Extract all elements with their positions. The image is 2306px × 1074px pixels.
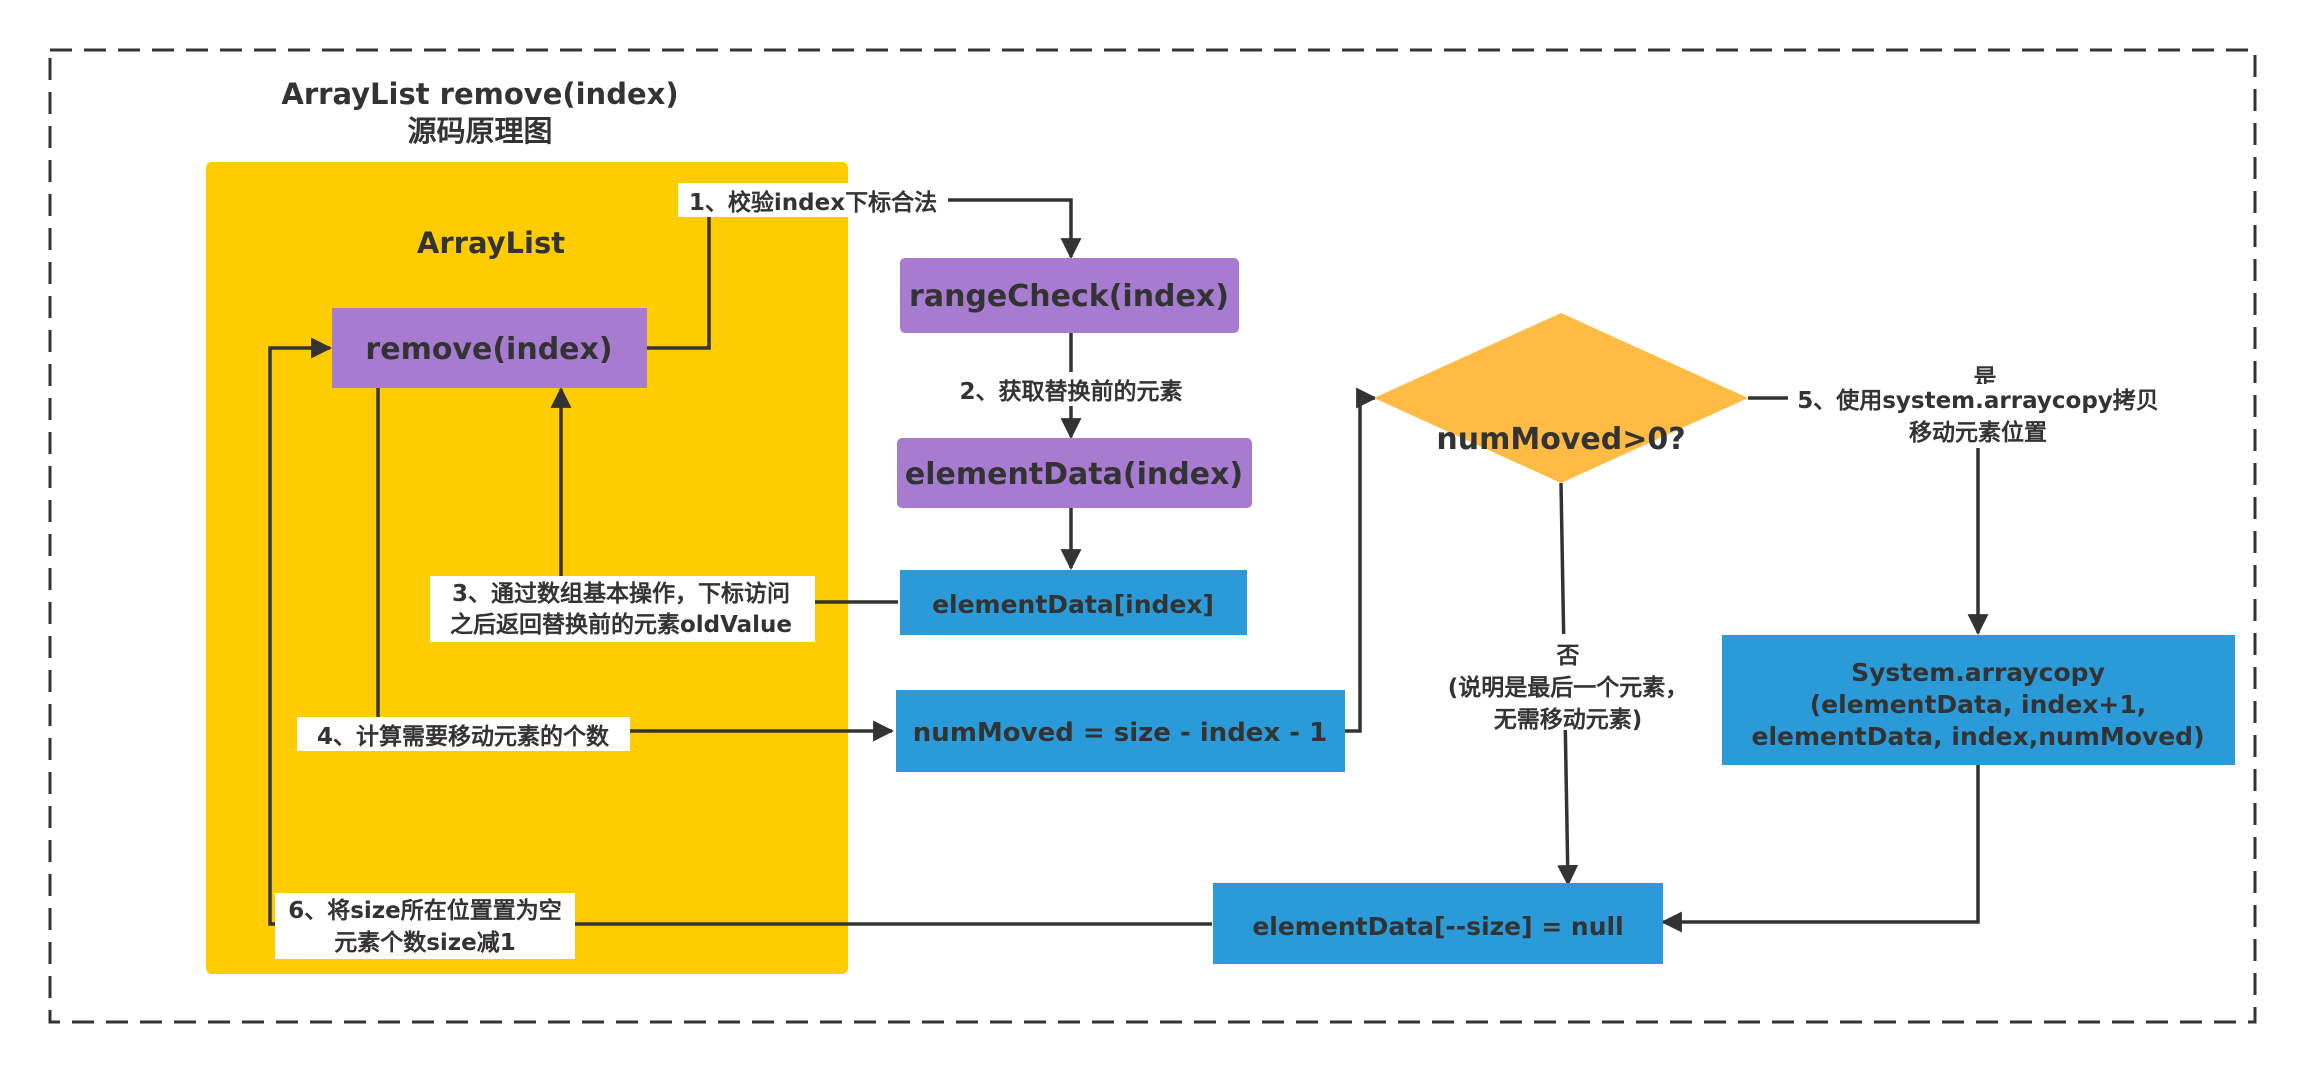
step5-bg <box>1788 384 2168 448</box>
arraycopy-node <box>1722 635 2235 765</box>
step4-label: 4、计算需要移动元素的个数 <box>317 723 610 750</box>
arraylist-container <box>206 162 848 974</box>
step6-label-line1: 6、将size所在位置置为空 <box>288 897 562 924</box>
nummoved-node <box>896 690 1345 772</box>
remove-node-label: remove(index) <box>365 332 612 367</box>
step3-label-line2: 之后返回替换前的元素oldValue <box>450 611 792 638</box>
diagram-title-line1: ArrayList remove(index) <box>281 77 678 111</box>
elementdata-array-node-label: elementData[index] <box>932 590 1214 619</box>
edge-arraycopy-to-null <box>1660 765 1980 933</box>
null-assign-node-label: elementData[--size] = null <box>1252 912 1623 941</box>
edge-null-to-remove <box>268 337 1212 926</box>
arraycopy-node-line1: System.arraycopy <box>1851 658 2105 687</box>
step3-bg <box>430 576 815 642</box>
no-branch-label-line2: (说明是最后一个元素， <box>1448 674 1689 701</box>
rangecheck-node <box>900 258 1239 333</box>
no-branch-label-line1: 否 <box>1556 643 1580 669</box>
step5-label-line1: 5、使用system.arraycopy拷贝 <box>1797 388 2159 414</box>
elementdata-array-node <box>900 570 1247 635</box>
arraycopy-node-line3: elementData, index,numMoved) <box>1752 722 2205 751</box>
step1-label: 1、校验index下标合法 <box>689 189 937 216</box>
rangecheck-node-label: rangeCheck(index) <box>909 279 1229 314</box>
no-branch-bg <box>1434 634 1704 730</box>
elementdata-call-node <box>897 438 1252 508</box>
diagram-title-line2: 源码原理图 <box>407 114 552 148</box>
step2-bg <box>940 372 1202 406</box>
step1-bg <box>678 183 948 217</box>
elementdata-call-node-label: elementData(index) <box>905 457 1243 492</box>
outer-dashed-frame <box>48 48 2257 1024</box>
nummoved-node-label: numMoved = size - index - 1 <box>913 718 1327 748</box>
remove-node <box>332 308 647 388</box>
step6-bg <box>275 893 575 959</box>
edge-nummoved-to-decision <box>1345 387 1378 733</box>
step2-label: 2、获取替换前的元素 <box>959 378 1182 405</box>
step4-bg <box>297 717 630 751</box>
step5-label-line2: 移动元素位置 <box>1909 419 2047 446</box>
arraylist-container-label: ArrayList <box>417 226 565 260</box>
step6-label-line2: 元素个数size减1 <box>334 929 516 956</box>
null-assign-node <box>1213 883 1663 964</box>
no-branch-label-line3: 无需移动元素) <box>1494 706 1643 733</box>
arraycopy-node-line2: (elementData, index+1, <box>1810 690 2147 719</box>
step3-label-line1: 3、通过数组基本操作，下标访问 <box>452 580 790 607</box>
decision-label: numMoved>0? <box>1436 422 1685 457</box>
decision-diamond <box>1374 313 1748 483</box>
